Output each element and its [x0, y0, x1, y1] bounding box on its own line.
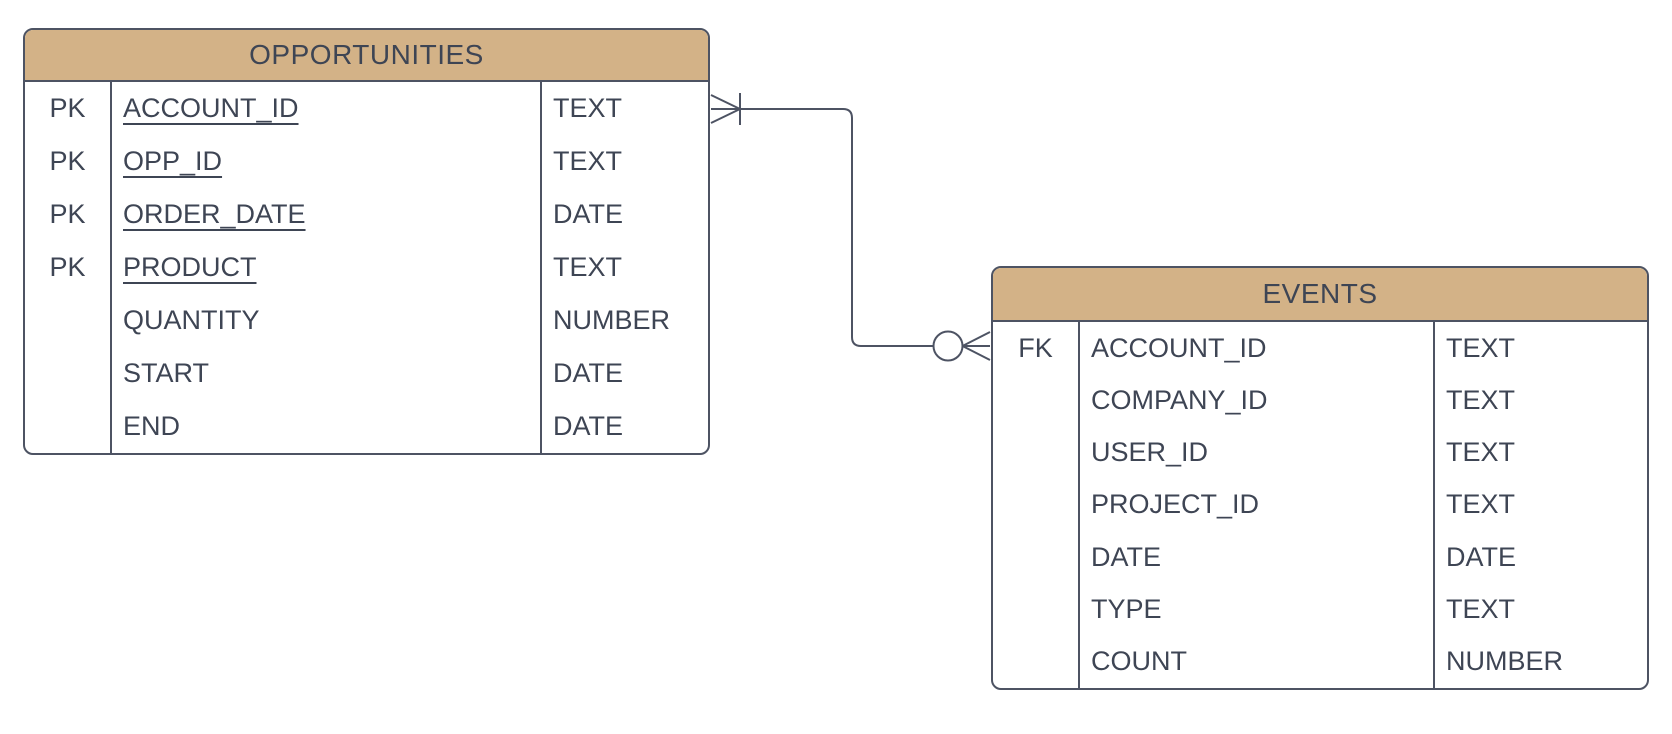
field-type: TEXT [1446, 489, 1516, 520]
field-type: DATE [553, 358, 624, 388]
table-row: TYPE TEXT [993, 583, 1647, 636]
field-name: PRODUCT [112, 241, 542, 294]
key-cell [993, 635, 1080, 688]
table-title-bar: EVENTS [993, 268, 1647, 322]
table-row: START DATE [25, 347, 708, 400]
field-type: NUMBER [553, 305, 671, 335]
field-name: ACCOUNT_ID [112, 82, 542, 135]
table-row: FK ACCOUNT_ID TEXT [993, 322, 1647, 375]
table-row: USER_ID TEXT [993, 426, 1647, 479]
table-body: PK ACCOUNT_ID TEXT PK OPP_ID TEXT PK ORD… [25, 82, 708, 453]
key-cell [993, 478, 1080, 532]
table-row: DATE DATE [993, 531, 1647, 584]
field-type: NUMBER [1446, 646, 1564, 677]
entity-table-opportunities[interactable]: OPPORTUNITIES PK ACCOUNT_ID TEXT PK OPP_… [23, 28, 710, 455]
table-title: EVENTS [1262, 278, 1378, 309]
key-cell [993, 531, 1080, 584]
crow-foot-zero-or-many-icon [932, 330, 991, 362]
table-row: PK ACCOUNT_ID TEXT [25, 82, 708, 135]
table-row: PROJECT_ID TEXT [993, 478, 1647, 532]
table-row: COUNT NUMBER [993, 635, 1647, 688]
table-row: COMPANY_ID TEXT [993, 374, 1647, 427]
table-row: END DATE [25, 400, 708, 453]
field-name: PROJECT_ID [1080, 478, 1435, 532]
field-name: QUANTITY [112, 294, 542, 347]
zero-circle-icon [932, 330, 964, 362]
field-name: COUNT [1080, 635, 1435, 688]
field-name: TYPE [1080, 583, 1435, 636]
field-type: DATE [553, 199, 624, 229]
field-type: TEXT [553, 93, 623, 123]
entity-table-events[interactable]: EVENTS FK ACCOUNT_ID TEXT COMPANY_ID TEX… [991, 266, 1649, 690]
table-title: OPPORTUNITIES [249, 39, 484, 70]
key-cell [25, 347, 112, 400]
key-cell [25, 294, 112, 347]
table-row: PK ORDER_DATE DATE [25, 188, 708, 241]
field-type: TEXT [1446, 384, 1516, 415]
field-name: ORDER_DATE [112, 188, 542, 241]
field-name: USER_ID [1080, 426, 1435, 479]
field-type: DATE [1446, 541, 1517, 572]
field-type: TEXT [1446, 332, 1516, 363]
key-cell: FK [993, 322, 1080, 375]
field-type: TEXT [553, 252, 623, 282]
field-type: TEXT [553, 146, 623, 176]
key-cell [993, 583, 1080, 636]
table-row: PK OPP_ID TEXT [25, 135, 708, 188]
key-cell [993, 426, 1080, 479]
key-cell [993, 374, 1080, 427]
crow-foot-one-or-many-icon [710, 93, 741, 125]
field-name: START [112, 347, 542, 400]
field-type: TEXT [1446, 594, 1516, 625]
field-type: DATE [553, 411, 624, 441]
table-row: QUANTITY NUMBER [25, 294, 708, 347]
field-name: DATE [1080, 531, 1435, 584]
field-name: END [112, 400, 542, 453]
key-cell: PK [25, 82, 112, 135]
field-name: COMPANY_ID [1080, 374, 1435, 427]
key-cell [25, 400, 112, 453]
key-cell: PK [25, 135, 112, 188]
field-name: OPP_ID [112, 135, 542, 188]
key-cell: PK [25, 188, 112, 241]
table-body: FK ACCOUNT_ID TEXT COMPANY_ID TEXT USER_… [993, 322, 1647, 688]
key-cell: PK [25, 241, 112, 294]
field-type: TEXT [1446, 437, 1516, 468]
field-name: ACCOUNT_ID [1080, 322, 1435, 375]
table-title-bar: OPPORTUNITIES [25, 30, 708, 82]
table-row: PK PRODUCT TEXT [25, 241, 708, 294]
connector-path[interactable] [740, 108, 934, 347]
